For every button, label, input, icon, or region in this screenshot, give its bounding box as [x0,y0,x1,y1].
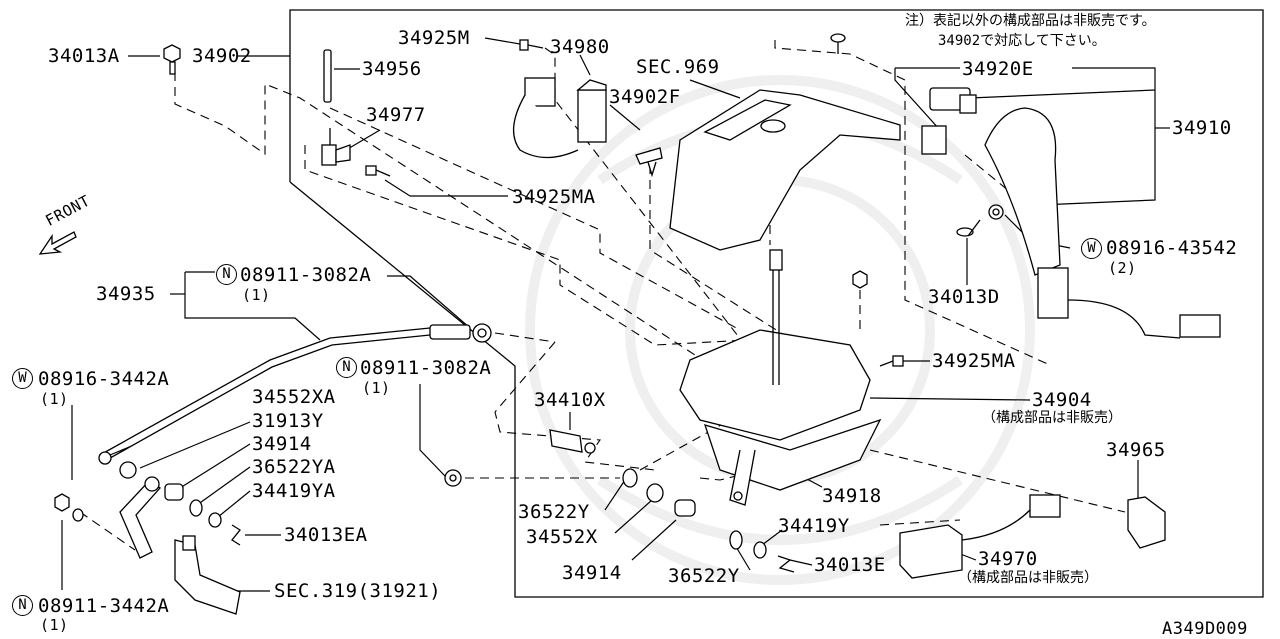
diagram-code: A349D009 [1162,619,1248,639]
note-line-2: 34902で対応して下さい。 [938,33,1106,49]
label-36522Y-bottom: 36522Y [668,565,740,587]
washer-34419Y[interactable] [753,541,767,559]
label-08911-3082A-mid: 08911-3082A [360,357,492,379]
label-08911-3082A-top: 08911-3082A [240,264,372,286]
clip-34965[interactable] [1127,496,1166,549]
front-arrow-icon [38,231,77,255]
selector-base-34904[interactable] [679,249,882,506]
label-34918: 34918 [822,485,882,507]
label-08916-43542: 08916-43542 [1106,237,1238,259]
label-34013E: 34013E [814,554,886,576]
label-34980: 34980 [550,36,610,58]
clip-34013EA[interactable] [231,524,241,546]
label-34935: 34935 [96,283,156,305]
label-34977: 34977 [366,104,426,126]
label-34552X: 34552X [526,526,598,548]
module-34970[interactable] [899,494,1061,579]
label-34914-left: 34914 [252,433,312,455]
label-34904: 34904 [1032,389,1092,411]
bracket-34410X[interactable] [549,429,596,454]
label-34013D: 34013D [928,286,1000,308]
washer-symbol-W-left: W [12,368,33,389]
qty-08916-43542: (2) [1108,259,1137,277]
harness-34980[interactable] [513,77,607,159]
note-line-1: 注）表記以外の構成部品は非販売です。 [905,13,1156,29]
bolt-34925M[interactable] [519,39,544,51]
screw-top[interactable] [830,33,846,54]
label-34970: 34970 [978,548,1038,570]
nut-top-right[interactable] [852,270,868,289]
qty-08911-3082A-mid: (1) [362,379,391,397]
nut-symbol-N-top: N [216,264,237,285]
label-34552XA: 34552XA [252,386,336,408]
label-34902F: 34902F [609,86,681,108]
label-36522YA: 36522YA [252,456,336,478]
washer-08916-3442A[interactable] [72,508,84,522]
label-34910: 34910 [1172,117,1232,139]
label-34925MA-top: 34925MA [512,186,596,208]
label-36522Y-left: 36522Y [518,501,590,523]
label-34013A: 34013A [48,45,120,67]
nut-symbol-N-bottom: N [12,595,33,616]
bushing-34552XA[interactable] [119,461,137,479]
rod-34935[interactable] [98,324,471,465]
nut-08911-3082A-top[interactable] [472,323,492,343]
clip-34013E[interactable] [777,555,795,573]
washer-36522Y-bottom[interactable] [729,530,743,550]
bolt-34013A[interactable] [163,44,181,75]
washer-08916-43542[interactable] [988,204,1004,220]
label-31913Y: 31913Y [252,410,324,432]
bushing-34914-bottom[interactable] [674,499,696,517]
label-sec969: SEC.969 [636,56,720,78]
bushing-34552X[interactable] [646,483,664,503]
label-34013EA: 34013EA [284,524,368,546]
label-34965: 34965 [1106,439,1166,461]
label-34925MA-right: 34925MA [932,350,1016,372]
note-34970-not-sold: （構成部品は非販売） [958,570,1098,586]
pin-34956[interactable] [323,49,332,103]
label-34410X: 34410X [534,389,606,411]
qty-08911-3082A-top: (1) [242,286,271,304]
washer-symbol-W: W [1081,238,1102,259]
washer-36522YA[interactable] [189,499,203,517]
nut-08911-3442A[interactable] [54,493,70,512]
screw-34013D[interactable] [956,219,981,237]
label-34925M: 34925M [398,27,470,49]
assembly-frame [289,9,1264,598]
label-08916-3442A: 08916-3442A [38,368,170,390]
note-34904-not-sold: （構成部品は非販売） [982,410,1122,426]
washer-36522Y-left[interactable] [622,468,638,488]
lever-31913Y[interactable] [119,476,161,559]
nut-08911-3082A-mid[interactable] [444,469,462,487]
label-sec319: SEC.319(31921) [274,580,442,602]
label-34956: 34956 [362,58,422,80]
qty-08916-3442A: (1) [40,390,69,408]
label-08911-3442A: 08911-3442A [38,595,170,617]
bolt-34925MA-top[interactable] [365,165,391,177]
label-34419YA: 34419YA [252,480,336,502]
label-34419Y: 34419Y [778,515,850,537]
label-34914-bottom: 34914 [562,562,622,584]
bushing-34914-left[interactable] [164,483,184,501]
lever-sec319[interactable] [174,535,241,615]
shift-knob-34910[interactable] [984,107,1221,339]
washer-34419YA[interactable] [208,512,222,528]
bolt-34925MA-right[interactable] [879,355,904,367]
clip-34902F[interactable] [635,147,663,178]
cover-sec969[interactable] [669,89,901,251]
nut-symbol-N-mid: N [336,357,357,378]
qty-08911-3442A: (1) [40,616,69,634]
label-34902: 34902 [192,45,252,67]
switch-34977[interactable] [321,128,351,166]
connector-34920E[interactable] [921,87,977,155]
label-34920E: 34920E [962,58,1034,80]
